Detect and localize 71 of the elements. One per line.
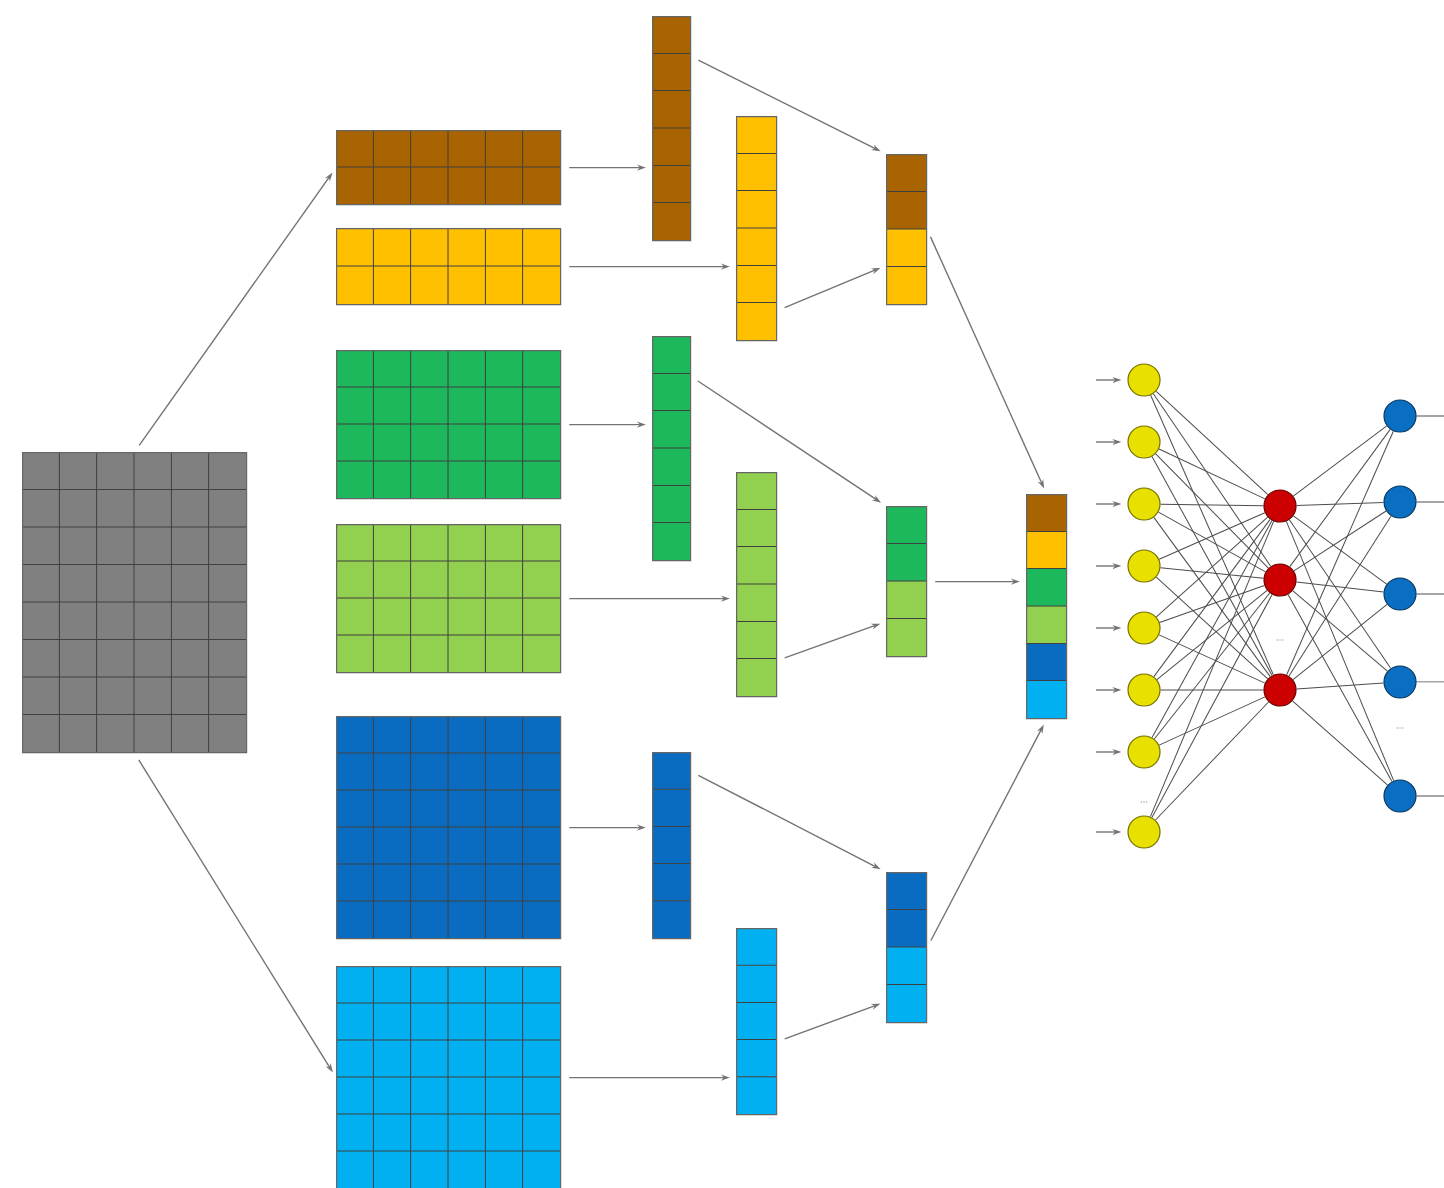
feature-vector — [735, 928, 778, 1116]
connection-line — [1158, 512, 1266, 560]
connection-line — [1151, 594, 1273, 818]
input-neuron — [1127, 673, 1161, 707]
concatenated-vector — [1025, 494, 1068, 720]
connection-line — [1285, 520, 1395, 782]
connection-line — [1286, 430, 1394, 676]
connection-line — [1152, 393, 1272, 567]
input-neuron — [1127, 815, 1161, 849]
feature-map — [335, 349, 562, 500]
connection-line — [1151, 456, 1273, 676]
feature-vector — [651, 16, 692, 242]
connection-line — [1155, 390, 1269, 496]
input-matrix — [21, 451, 248, 754]
connection-line — [1158, 448, 1266, 500]
output-neuron — [1383, 485, 1417, 519]
merged-vector — [885, 154, 928, 306]
input-neuron — [1127, 611, 1161, 645]
connection-line — [1160, 689, 1264, 691]
feature-vector — [735, 472, 778, 698]
connection-line — [1289, 428, 1391, 568]
connection-line — [1291, 700, 1389, 786]
connection-line — [1160, 503, 1264, 507]
connection-line — [1292, 590, 1388, 672]
connection-line — [1416, 593, 1444, 595]
feature-map — [335, 129, 562, 206]
feature-vector — [651, 336, 692, 562]
connection-line — [1416, 795, 1444, 797]
input-neuron — [1127, 487, 1161, 521]
feature-vector — [651, 752, 692, 940]
connection-line — [1150, 394, 1274, 676]
connection-line — [1296, 502, 1384, 506]
connection-line — [1416, 501, 1444, 503]
feature-vector — [735, 116, 778, 342]
connection-line — [1287, 594, 1393, 782]
connection-line — [1293, 510, 1387, 572]
connection-line — [1160, 567, 1264, 579]
hidden-neuron — [1263, 673, 1297, 707]
hidden-neuron — [1263, 563, 1297, 597]
connection-line — [1416, 415, 1444, 417]
input-neuron — [1127, 549, 1161, 583]
hidden-neuron — [1263, 489, 1297, 523]
feature-map — [335, 965, 562, 1188]
connection-line — [1292, 515, 1388, 585]
output-neuron — [1383, 399, 1417, 433]
connection-line — [1155, 701, 1270, 821]
connection-line — [1292, 603, 1388, 681]
connection-line — [1155, 516, 1269, 618]
merged-vector — [885, 506, 928, 658]
connection-line — [1158, 696, 1266, 746]
connection-line — [1296, 581, 1385, 593]
output-neuron — [1383, 779, 1417, 813]
connection-line — [1159, 585, 1265, 623]
output-neuron — [1383, 577, 1417, 611]
merged-vector — [885, 872, 928, 1024]
output-neuron — [1383, 665, 1417, 699]
input-neuron — [1127, 735, 1161, 769]
connection-line — [1296, 682, 1384, 690]
feature-map — [335, 715, 562, 940]
feature-map — [335, 227, 562, 306]
connection-line — [1158, 634, 1266, 684]
feature-map — [335, 523, 562, 674]
connection-line — [1149, 520, 1275, 818]
connection-line — [1151, 520, 1273, 738]
input-neuron — [1127, 425, 1161, 459]
connection-line — [1292, 425, 1388, 497]
connection-line — [1153, 592, 1271, 740]
input-neuron — [1127, 363, 1161, 397]
connection-line — [1155, 453, 1269, 569]
connection-line — [1158, 511, 1267, 573]
connection-line — [1416, 681, 1444, 683]
